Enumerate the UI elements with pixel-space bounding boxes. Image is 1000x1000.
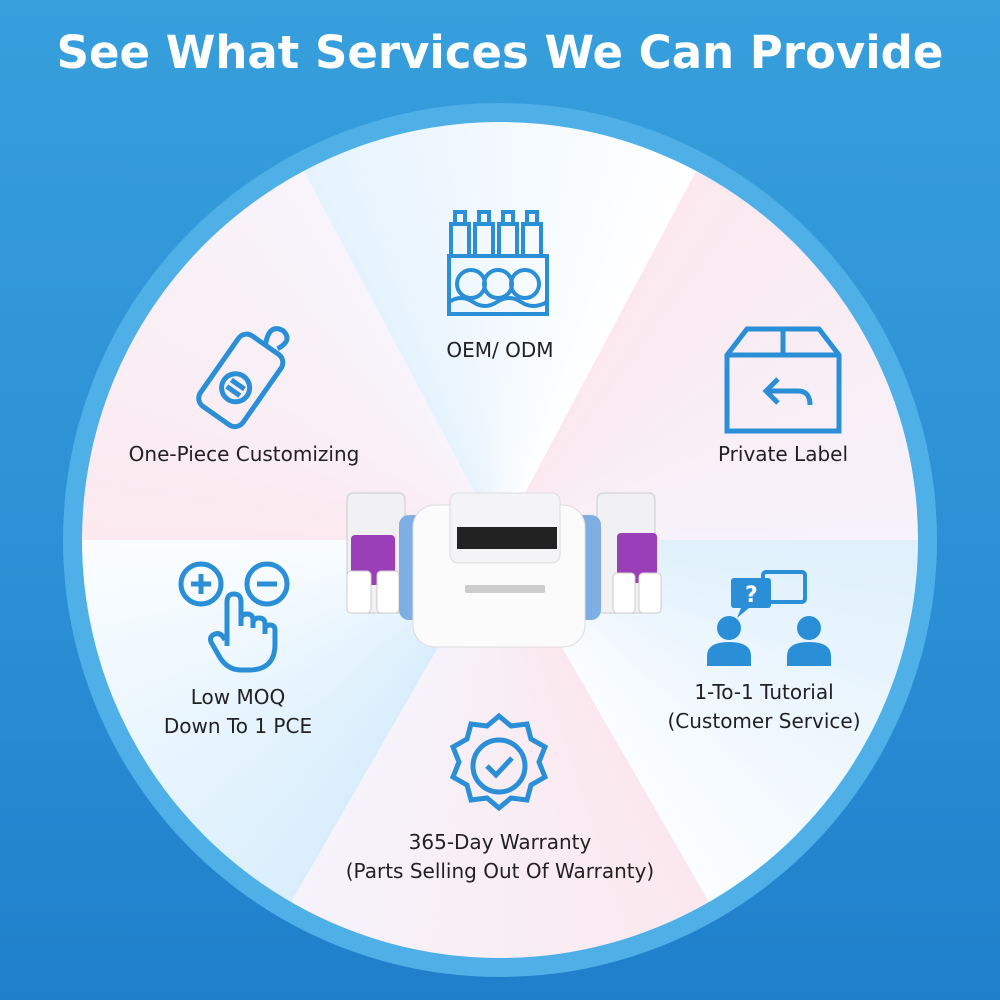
label-line: 365-Day Warranty bbox=[408, 830, 592, 854]
warranty-badge-icon bbox=[449, 712, 549, 812]
factory-icon bbox=[447, 210, 549, 316]
service-label-tutorial: 1-To-1 Tutorial (Customer Service) bbox=[654, 678, 874, 736]
label-line: (Parts Selling Out Of Warranty) bbox=[345, 859, 655, 883]
door-hanger-tag-icon bbox=[196, 326, 290, 430]
service-label-private-label: Private Label bbox=[717, 442, 849, 466]
lipo-laser-machine-image bbox=[346, 492, 662, 648]
label-line: (Customer Service) bbox=[667, 709, 861, 733]
plus-minus-hand-icon bbox=[178, 561, 290, 673]
box-return-icon bbox=[724, 326, 842, 434]
service-label-one-piece-customizing: One-Piece Customizing bbox=[128, 442, 360, 466]
service-label-low-moq: Low MOQ Down To 1 PCE bbox=[138, 683, 338, 741]
customer-service-icon: ? bbox=[707, 570, 831, 666]
svg-text:?: ? bbox=[745, 583, 758, 608]
page-title: See What Services We Can Provide bbox=[56, 26, 944, 79]
label-line: Down To 1 PCE bbox=[163, 714, 313, 738]
service-label-warranty: 365-Day Warranty (Parts Selling Out Of W… bbox=[300, 828, 700, 886]
label-line: 1-To-1 Tutorial bbox=[694, 680, 834, 704]
label-line: Low MOQ bbox=[190, 685, 286, 709]
service-label-oem-odm: OEM/ ODM bbox=[446, 338, 554, 362]
